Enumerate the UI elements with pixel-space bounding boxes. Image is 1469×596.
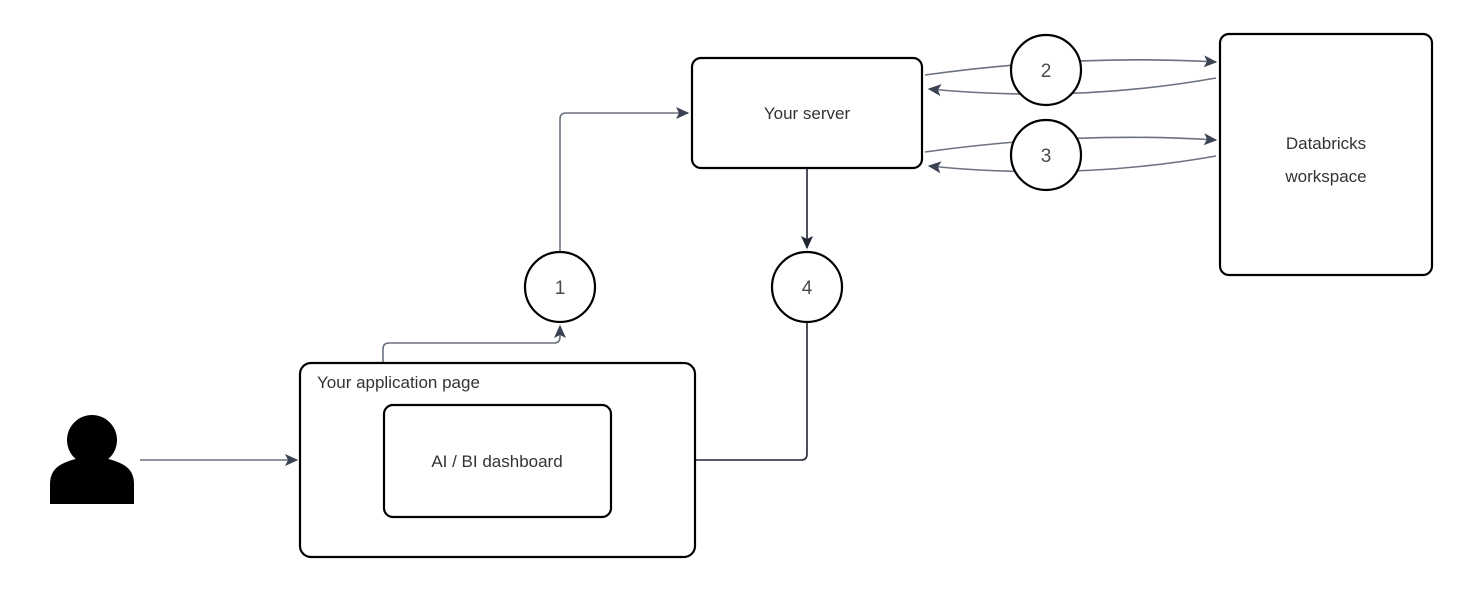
person-head-icon [67, 415, 117, 465]
your-server-box[interactable] [690, 56, 924, 170]
step-marker-4[interactable]: 4 [770, 250, 844, 324]
your-application-page-label: Your application page [317, 373, 480, 392]
step-2-number: 2 [1041, 61, 1052, 82]
connector-step-1-to-server [559, 107, 690, 252]
connector-app-page-to-step-1 [382, 324, 566, 362]
your-server-label: Your server [764, 104, 851, 123]
step-3-circle[interactable] [1009, 118, 1083, 192]
ai-bi-dashboard-label: AI / BI dashboard [431, 452, 562, 471]
arrow-step-1-to-server [559, 107, 690, 252]
ai-bi-dashboard-box[interactable] [382, 403, 613, 519]
person-icon [50, 415, 134, 504]
node-databricks-workspace[interactable]: Databricks workspace [1218, 32, 1434, 277]
person-body-icon [50, 457, 134, 504]
databricks-workspace-label-line2: workspace [1284, 167, 1366, 186]
step-3-number: 3 [1041, 146, 1052, 167]
arrow-app-page-to-step-1 [382, 324, 566, 362]
node-your-server[interactable]: Your server [690, 56, 924, 170]
node-ai-bi-dashboard[interactable]: AI / BI dashboard [382, 403, 613, 519]
step-marker-1[interactable]: 1 [523, 250, 597, 324]
step-1-circle[interactable] [523, 250, 597, 324]
step-1-number: 1 [555, 278, 566, 299]
connector-step-4-to-dashboard [616, 322, 808, 466]
step-4-circle[interactable] [770, 250, 844, 324]
databricks-workspace-label-line1: Databricks [1286, 134, 1366, 153]
arrow-step-2-workspace-to-server [927, 77, 1217, 97]
databricks-workspace-box[interactable] [1218, 32, 1434, 277]
step-2-circle[interactable] [1009, 33, 1083, 107]
step-marker-3[interactable]: 3 [1009, 118, 1083, 192]
arrow-step-4-to-dashboard [616, 322, 808, 466]
step-marker-2[interactable]: 2 [1009, 33, 1083, 107]
step-4-number: 4 [802, 278, 813, 299]
